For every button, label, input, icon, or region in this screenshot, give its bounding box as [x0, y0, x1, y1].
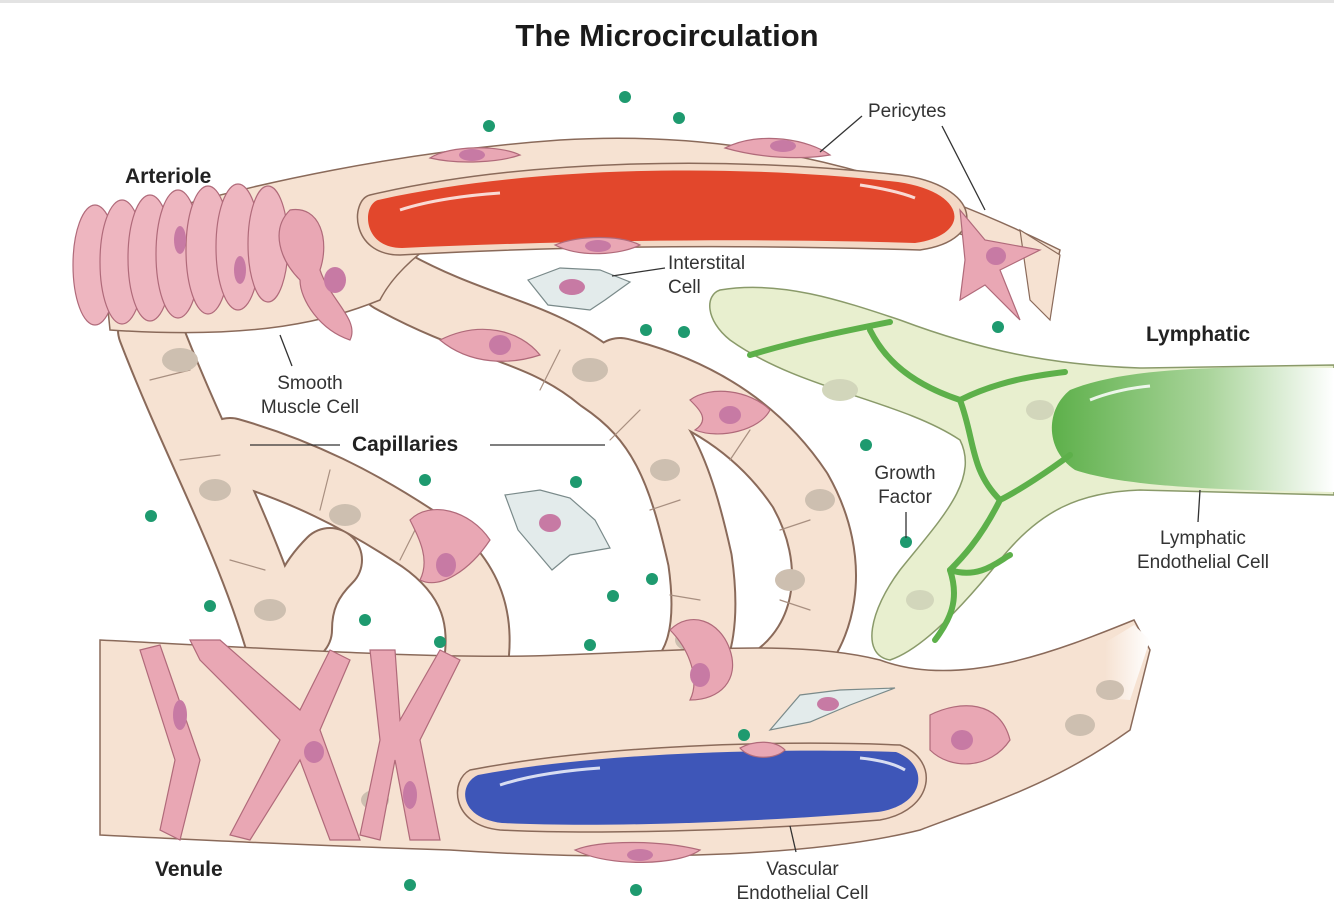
smooth-muscle-label-line2: Muscle Cell	[260, 397, 360, 418]
growth-factor-label-line1: Growth	[874, 463, 936, 484]
vascular-endothelial-label-line2: Endothelial Cell	[736, 883, 869, 904]
top-border	[0, 0, 1334, 3]
venule-label: Venule	[155, 858, 223, 881]
capillaries-label: Capillaries	[352, 433, 459, 456]
smooth-muscle-label-line1: Smooth	[277, 373, 343, 394]
growth-factor-label-line2: Factor	[878, 487, 932, 508]
pericytes-label: Pericytes	[868, 101, 947, 122]
lymphatic-endothelial-label-line1: Lymphatic	[1160, 528, 1246, 549]
vascular-endothelial-label-line1: Vascular	[766, 859, 839, 880]
interstitial-cell-label-line1: Interstital	[668, 253, 746, 274]
lymphatic-vessel	[709, 286, 1334, 661]
lymphatic-label: Lymphatic	[1146, 323, 1251, 346]
leader-lines	[250, 115, 1201, 853]
arteriole-blood	[368, 170, 955, 248]
interstitial-cell-label-line2: Cell	[668, 277, 701, 298]
growth-factor-dots	[145, 91, 1004, 896]
pericyte-nuclei	[173, 140, 1006, 861]
diagram-title: The Microcirculation	[515, 18, 819, 53]
lymphatic-endothelial-label-line2: Endothelial Cell	[1136, 552, 1270, 573]
venule-vessel	[99, 619, 1151, 857]
arteriole-label: Arteriole	[125, 165, 212, 188]
smooth-muscle-rings	[72, 183, 289, 326]
